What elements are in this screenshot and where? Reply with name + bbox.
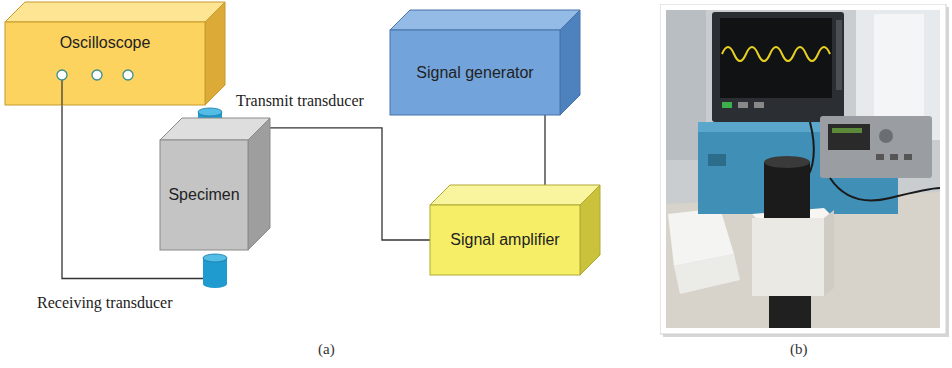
transducer-symbol: Receiving transducer [203, 254, 227, 288]
oscilloscope-box-shape [5, 2, 227, 107]
box-label: Signal amplifier [450, 231, 559, 249]
transducer-symbol-shape [203, 254, 227, 288]
specimen-cube: Specimen [160, 140, 248, 250]
box-label: Specimen [168, 186, 239, 204]
panel-label: (b) [790, 341, 808, 358]
apparatus-photo [660, 4, 950, 338]
amplifier-box: Signal amplifier [430, 205, 580, 275]
box-label: Signal generator [416, 64, 533, 82]
generator-box: Signal generator [390, 30, 560, 115]
box-label: Oscilloscope [60, 34, 151, 52]
panel-label: (a) [318, 341, 335, 358]
oscilloscope-box: Oscilloscope [5, 22, 205, 105]
specimen-cube-shape [160, 118, 272, 252]
transducer-label: Receiving transducer [37, 294, 173, 312]
transducer-label: Transmit transducer [236, 92, 364, 110]
